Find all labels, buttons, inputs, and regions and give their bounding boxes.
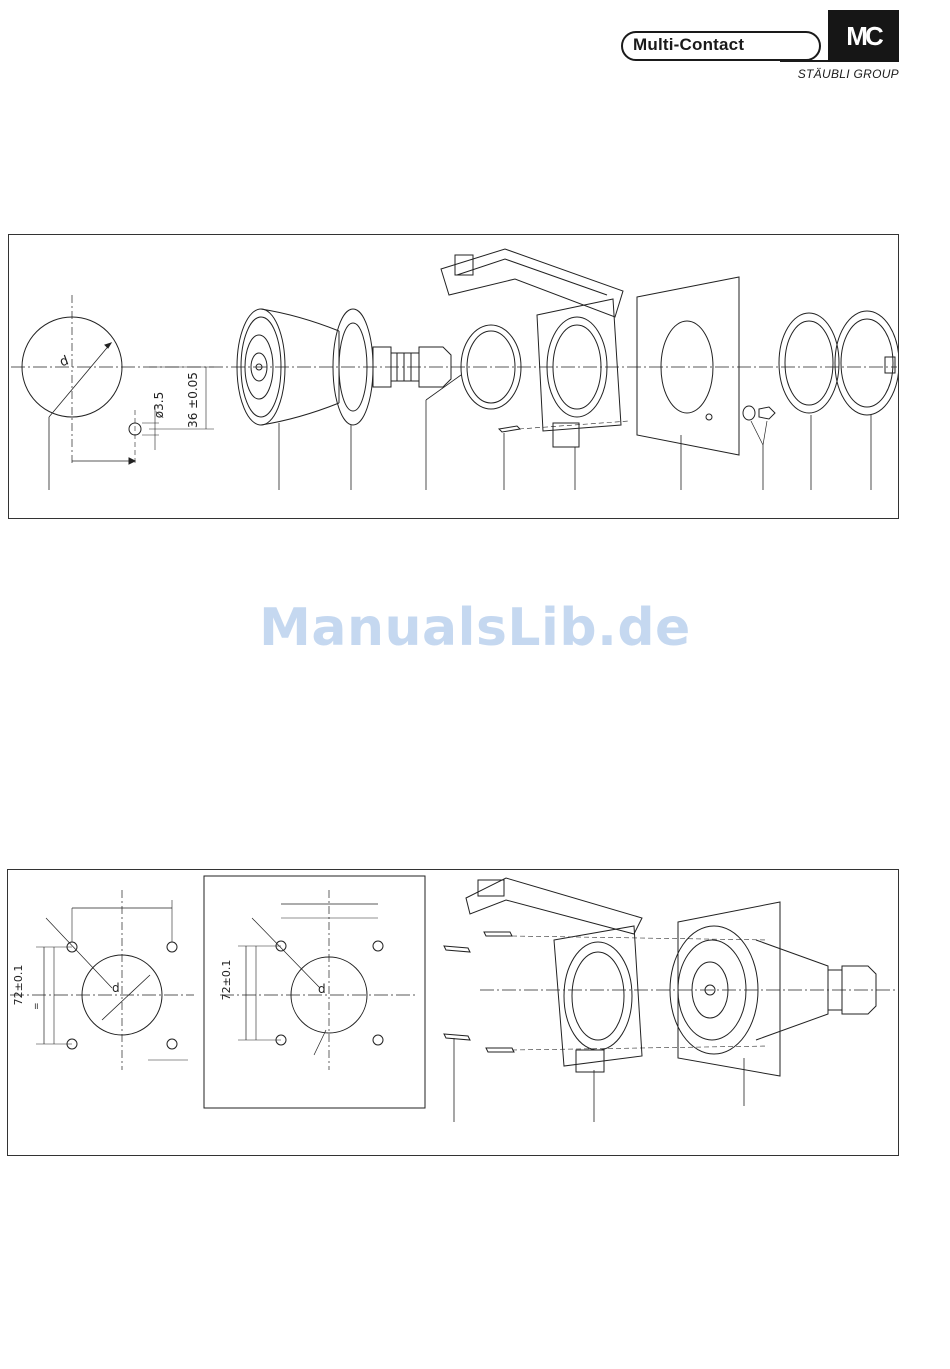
assembly-screws (444, 932, 768, 1122)
svg-text:d: d (58, 353, 71, 370)
nut-and-washer (743, 406, 775, 490)
cable-gland (373, 347, 461, 490)
dim-left-label: 72±0.1 (12, 965, 25, 1006)
logo-underline (780, 60, 828, 62)
mounting-view-panel: d 72±0.1 = d (7, 869, 899, 1156)
socket-body (237, 309, 339, 490)
drill-template-boxed: d (204, 876, 425, 1108)
offset-label: 36 ±0.05 (186, 372, 200, 428)
svg-text:d: d (112, 981, 120, 995)
mounting-view-drawing: d 72±0.1 = d (8, 870, 898, 1155)
rear-seal-ring (779, 313, 839, 490)
dim-right-label: 72±0.1 (220, 960, 233, 1001)
socket-housing (499, 299, 629, 490)
assembly-lid (466, 878, 642, 934)
exploded-view-drawing: d ø3.5 36 ±0.05 (9, 235, 898, 518)
logo-mark: MC (828, 10, 899, 62)
watermark: ManualsLib.de (0, 598, 950, 658)
svg-text:d: d (318, 982, 326, 996)
equal-mark-left: = (32, 1002, 42, 1010)
brand-name: Multi-Contact (633, 35, 744, 55)
mounting-plate (637, 277, 739, 490)
group-name: STÄUBLI GROUP (798, 67, 899, 81)
hole-diameter-label: ø3.5 (152, 392, 166, 418)
hinged-lid (441, 249, 623, 317)
assembly-housing (554, 926, 642, 1122)
assembly-plate-and-socket (670, 902, 876, 1106)
drill-template-square: d (10, 890, 194, 1070)
exploded-view-panel: d ø3.5 36 ±0.05 (8, 234, 899, 519)
rear-cover-ring (835, 311, 898, 490)
